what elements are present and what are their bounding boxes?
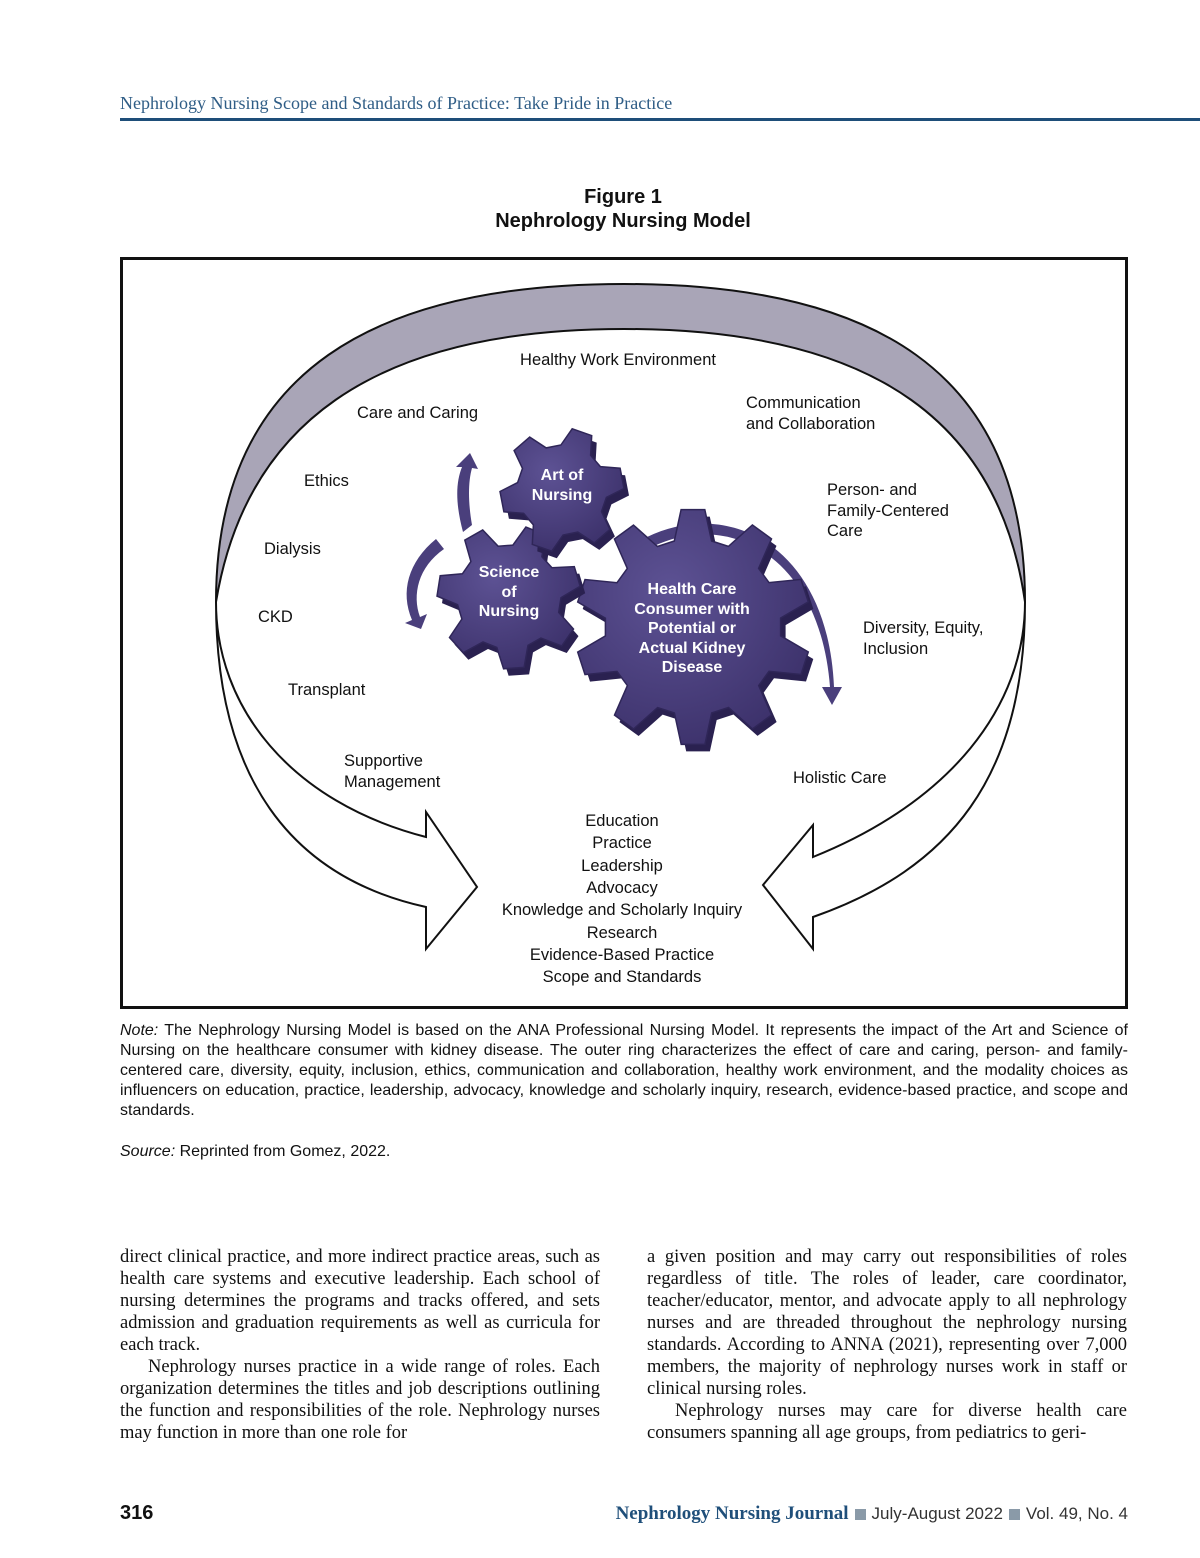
outcome-item: Scope and Standards	[543, 968, 702, 986]
gear-consumer-label-line1: Health Care	[648, 581, 737, 598]
label-person-family-line2: Family-Centered	[827, 502, 949, 520]
body-paragraph: direct clinical practice, and more indir…	[120, 1247, 600, 1355]
label-ethics: Ethics	[304, 472, 349, 490]
gear-consumer-label-line2: Consumer with	[634, 601, 750, 618]
running-header: Nephrology Nursing Scope and Standards o…	[120, 93, 673, 113]
gear-consumer-label-line3: Potential or	[648, 620, 736, 637]
gear-consumer	[576, 508, 810, 746]
gear-science-label-line3: Nursing	[479, 603, 539, 620]
label-care-and-caring: Care and Caring	[357, 404, 478, 422]
outer-ring	[215, 282, 1026, 603]
label-diversity-line2: Inclusion	[863, 640, 928, 658]
gear-consumer-label-line5: Disease	[662, 659, 723, 676]
label-supportive-line1: Supportive	[344, 752, 423, 770]
right-flow-arrow	[761, 601, 1026, 952]
gear-labels: Art of Nursing Science of Nursing Health…	[479, 467, 750, 676]
footer-journal: Nephrology Nursing Journal	[615, 1503, 849, 1524]
outcome-item: Research	[587, 924, 658, 942]
footer-issue: July-August 2022	[871, 1504, 1003, 1523]
label-communication-line1: Communication	[746, 394, 861, 412]
gear-art-label-line2: Nursing	[532, 487, 592, 504]
outcome-item: Evidence-Based Practice	[530, 946, 714, 964]
label-transplant: Transplant	[288, 681, 366, 699]
body-column-left: direct clinical practice, and more indir…	[120, 1246, 600, 1444]
label-person-family-line1: Person- and	[827, 481, 917, 499]
label-holistic-care: Holistic Care	[793, 769, 887, 787]
outcome-item: Knowledge and Scholarly Inquiry	[502, 901, 743, 919]
gear-science-label-line2: of	[501, 584, 517, 601]
figure-diagram: Healthy Work Environment Care and Caring…	[120, 257, 1128, 1011]
label-healthy-work-environment: Healthy Work Environment	[520, 351, 716, 369]
left-flow-arrow	[215, 601, 479, 952]
consumer-rotation-arrow	[647, 523, 842, 705]
separator-square-icon	[854, 1508, 866, 1520]
body-column-right: a given position and may carry out respo…	[647, 1246, 1127, 1444]
gear-science	[436, 526, 582, 670]
outcome-item: Leadership	[581, 857, 663, 875]
source-label: Source:	[120, 1143, 176, 1160]
label-ckd: CKD	[258, 608, 293, 626]
label-dialysis: Dialysis	[264, 540, 321, 558]
gear-science-label-line1: Science	[479, 564, 540, 581]
label-supportive-line2: Management	[344, 773, 441, 791]
outcome-item: Practice	[592, 834, 652, 852]
source-text: Reprinted from Gomez, 2022.	[175, 1143, 391, 1160]
gears-group	[436, 427, 814, 752]
science-rotation-arrow	[405, 539, 444, 629]
gear-art	[499, 427, 625, 553]
gear-art-label-line1: Art of	[541, 467, 584, 484]
outcome-item: Education	[585, 812, 658, 830]
label-communication-line2: and Collaboration	[746, 415, 875, 433]
page-number: 316	[120, 1502, 154, 1524]
art-rotation-arrow	[456, 453, 478, 532]
figure-frame	[120, 257, 1128, 1009]
body-paragraph: Nephrology nurses may care for diverse h…	[647, 1401, 1127, 1443]
figure-source: Source: Reprinted from Gomez, 2022.	[120, 1142, 1128, 1162]
body-paragraph: Nephrology nurses practice in a wide ran…	[120, 1357, 600, 1443]
body-paragraph: a given position and may carry out respo…	[647, 1247, 1127, 1399]
outcome-item: Advocacy	[586, 879, 658, 897]
header-rule	[120, 118, 1200, 121]
separator-square-icon	[1008, 1508, 1020, 1520]
gear-consumer-label-line4: Actual Kidney	[639, 640, 746, 657]
ring-labels: Healthy Work Environment Care and Caring…	[258, 351, 983, 791]
note-text: The Nephrology Nursing Model is based on…	[120, 1022, 1128, 1119]
note-label: Note:	[120, 1022, 159, 1039]
outcomes-list: Education Practice Leadership Advocacy K…	[502, 812, 743, 986]
label-diversity-line1: Diversity, Equity,	[863, 619, 983, 637]
figure-title: Nephrology Nursing Model	[495, 210, 751, 232]
footer-citation: Nephrology Nursing Journal July-August 2…	[616, 1503, 1128, 1525]
label-person-family-line3: Care	[827, 522, 863, 540]
figure-label: Figure 1	[584, 186, 662, 208]
figure-note: Note: The Nephrology Nursing Model is ba…	[120, 1021, 1128, 1121]
footer-volume: Vol. 49, No. 4	[1025, 1504, 1128, 1523]
